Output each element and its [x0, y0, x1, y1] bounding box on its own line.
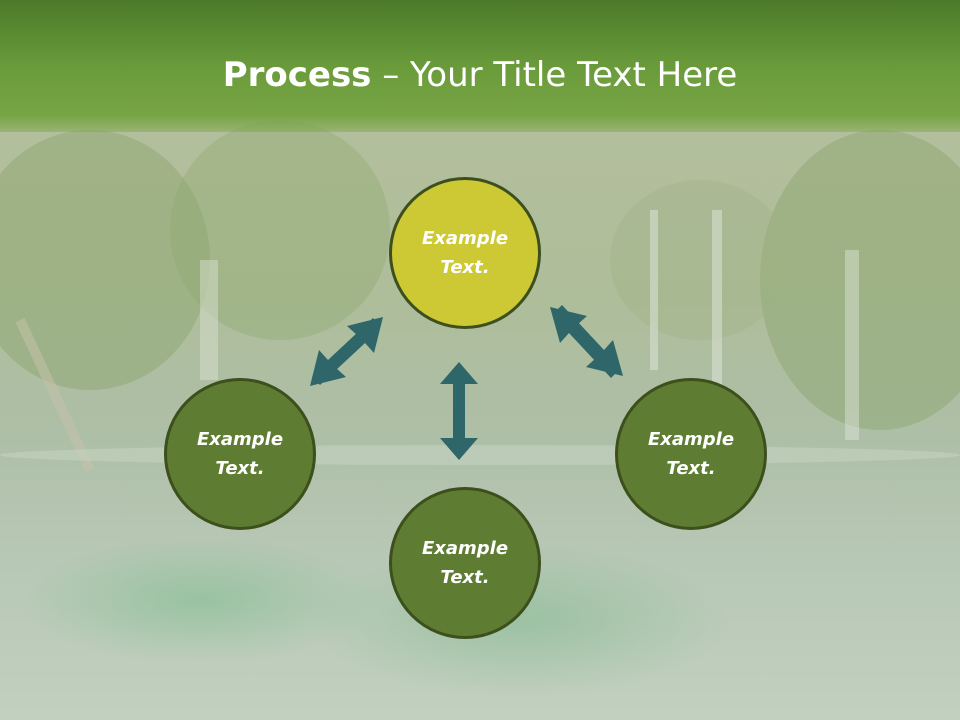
arrow-top-bottom-shape: [440, 362, 478, 460]
node-label-right: Example Text.: [647, 429, 735, 479]
process-node-bottom: Example Text.: [389, 487, 541, 639]
process-node-left: Example Text.: [164, 378, 316, 530]
title-bar: [0, 0, 960, 132]
arrow-top-right-shape: [550, 305, 623, 378]
node-label-bottom: Example Text.: [421, 538, 509, 588]
title-bold: Process: [222, 55, 372, 95]
process-node-top: Example Text.: [389, 177, 541, 329]
arrow-left-top-shape: [310, 317, 383, 386]
title-rest: – Your Title Text Here: [371, 55, 738, 95]
node-label-top: Example Text.: [421, 228, 509, 278]
slide-title: Process – Your Title Text Here: [0, 52, 960, 98]
process-node-right: Example Text.: [615, 378, 767, 530]
node-label-left: Example Text.: [196, 429, 284, 479]
